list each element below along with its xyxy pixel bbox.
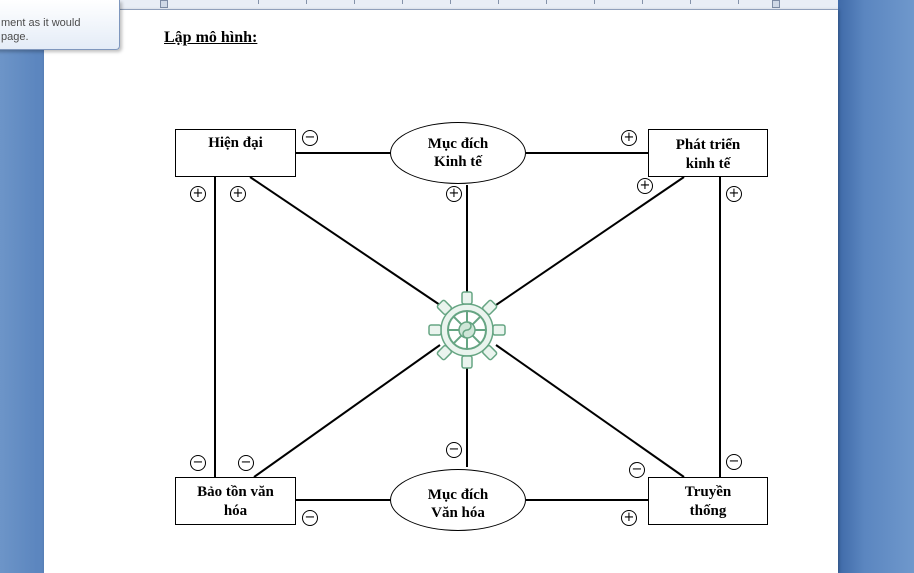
economic-dev-line-1: Phát triển	[675, 137, 741, 153]
tooltip-line-2: page.	[1, 31, 29, 43]
connector-modern-center	[249, 176, 441, 306]
minus-sign-icon: −	[238, 455, 254, 471]
minus-sign-icon: −	[446, 442, 462, 458]
minus-sign-icon: −	[726, 454, 742, 470]
left-indent-marker[interactable]	[160, 0, 168, 8]
minus-sign-icon: −	[302, 510, 318, 526]
economic-dev-line-2: kinh tế	[685, 156, 731, 172]
plus-sign-icon: +	[621, 510, 637, 526]
box-modern-label: Hiện đại	[208, 135, 263, 151]
box-culture-preservation[interactable]: Bảo tồn văn hóa	[175, 477, 296, 525]
box-economic-development[interactable]: Phát triển kinh tế	[648, 129, 768, 177]
right-indent-marker[interactable]	[772, 0, 780, 8]
connector-econdev-center	[495, 176, 685, 306]
horizontal-ruler[interactable]	[118, 0, 838, 10]
tradition-line-2: thống	[689, 503, 727, 519]
connector-tradition-center	[495, 344, 685, 478]
ellipse-cultural-goal[interactable]: Mục đích Văn hóa	[390, 469, 526, 531]
document-heading: Lập mô hình:	[164, 29, 258, 46]
plus-sign-icon: +	[637, 178, 653, 194]
plus-sign-icon: +	[726, 186, 742, 202]
box-tradition[interactable]: Truyền thống	[648, 477, 768, 525]
economic-goal-line-1: Mục đích	[427, 136, 489, 152]
culture-preserve-line-1: Bảo tồn văn	[197, 484, 274, 500]
tradition-line-1: Truyền	[684, 484, 732, 500]
minus-sign-icon: −	[302, 130, 318, 146]
dharma-wheel-icon	[428, 291, 506, 369]
plus-sign-icon: +	[230, 186, 246, 202]
workspace-right	[838, 0, 914, 573]
plus-sign-icon: +	[190, 186, 206, 202]
minus-sign-icon: −	[190, 455, 206, 471]
culture-preserve-line-2: hóa	[223, 503, 248, 519]
connector-culture-center	[253, 344, 441, 478]
box-modern[interactable]: Hiện đại	[175, 129, 296, 177]
cultural-goal-line-2: Văn hóa	[431, 505, 485, 521]
ellipse-economic-goal[interactable]: Mục đích Kinh tế	[390, 122, 526, 184]
plus-sign-icon: +	[621, 130, 637, 146]
cultural-goal-line-1: Mục đích	[427, 487, 489, 503]
tooltip: ment as it would page.	[0, 0, 120, 50]
plus-sign-icon: +	[446, 186, 462, 202]
economic-goal-line-2: Kinh tế	[434, 154, 482, 170]
minus-sign-icon: −	[629, 462, 645, 478]
tooltip-line-1: ment as it would	[1, 17, 81, 29]
